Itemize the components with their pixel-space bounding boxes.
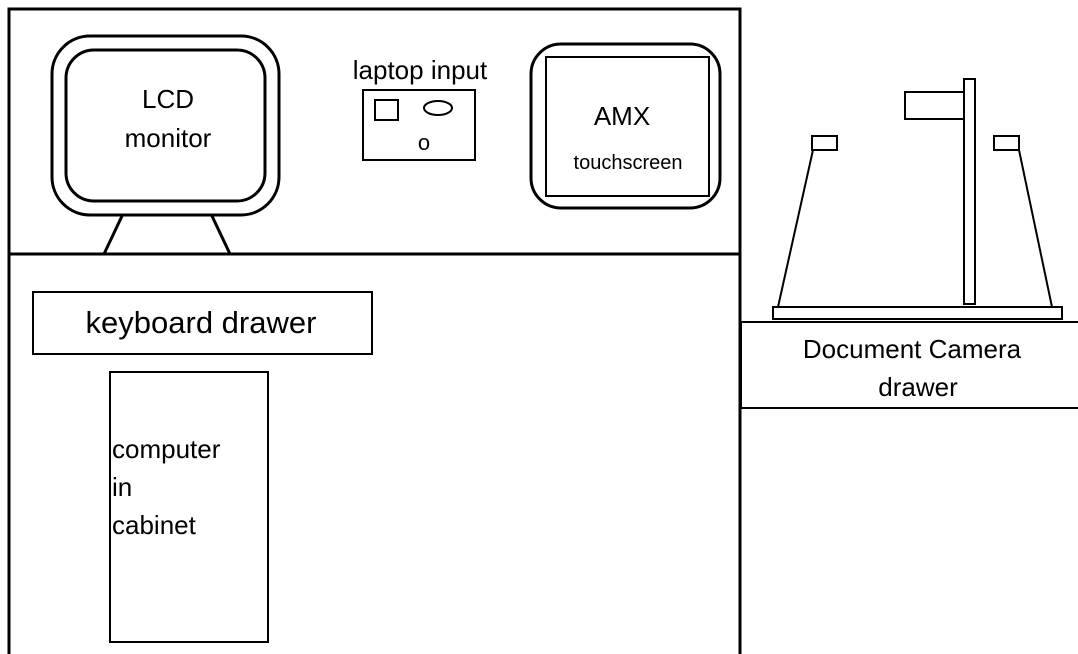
lcd-monitor-label-line2: monitor: [125, 123, 212, 153]
upper-console: [7, 7, 742, 256]
amx-label-line1: AMX: [594, 101, 650, 131]
document-camera-label-line1: Document Camera: [803, 334, 1022, 364]
lcd-monitor-stand-left: [102, 215, 124, 255]
lcd-monitor-screen: [64, 48, 267, 203]
laptop-input-label: laptop input: [353, 55, 488, 85]
amx-screen: [545, 56, 710, 197]
lcd-monitor-outer: [50, 34, 281, 217]
document-camera-head: [904, 91, 965, 120]
document-camera-drawer-box: [740, 321, 1078, 409]
laptop-oval-port: [423, 100, 453, 116]
lcd-monitor-stand-right: [210, 215, 232, 255]
document-camera-base: [772, 306, 1063, 320]
laptop-round-port: o: [418, 130, 430, 155]
computer-label-line3: cabinet: [112, 510, 197, 540]
keyboard-drawer-label: keyboard drawer: [86, 305, 317, 340]
computer-label-line1: computer: [112, 434, 221, 464]
laptop-input-plate: [362, 89, 476, 161]
document-camera-left-arm: [777, 149, 814, 308]
computer-cabinet-box: [109, 371, 269, 643]
computer-label-line2: in: [112, 472, 132, 502]
document-camera-right-lamp: [993, 135, 1020, 151]
document-camera-right-arm: [1018, 149, 1053, 308]
document-camera-label-line2: drawer: [878, 372, 958, 402]
lcd-monitor-label-line1: LCD: [142, 84, 194, 114]
amx-outer: [529, 42, 722, 210]
keyboard-drawer-box: [32, 291, 373, 355]
laptop-square-port: [374, 99, 399, 121]
document-camera-left-lamp: [811, 135, 838, 151]
amx-label-line2: touchscreen: [574, 152, 683, 174]
document-camera-pole: [963, 78, 976, 305]
